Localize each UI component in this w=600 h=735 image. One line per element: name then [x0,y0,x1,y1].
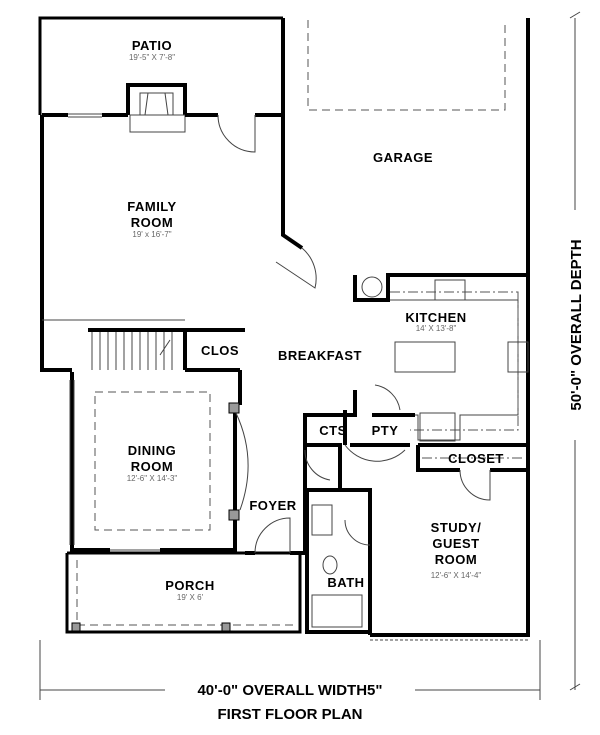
garage-label: GARAGE [373,150,433,165]
family-room-walls [40,113,283,372]
study-walls [370,443,530,641]
patio-area [38,16,283,133]
study-label-3: ROOM [435,552,477,567]
study-size: 12'-6" X 14'-4" [431,571,482,580]
stairs [42,319,245,405]
family-room-label-2: ROOM [131,215,173,230]
overall-width-label: 40'-0" OVERALL WIDTH5" [197,682,382,699]
breakfast-label: BREAKFAST [278,348,362,363]
family-room-label: FAMILY [127,199,176,214]
kitchen-label: KITCHEN [405,310,466,325]
clos-label: CLOS [201,343,239,358]
patio-size: 19'-5" X 7'-8" [129,53,175,62]
cts-label: CTS [319,423,347,438]
plan-title: FIRST FLOOR PLAN [218,706,363,723]
study-label-2: GUEST [432,536,479,551]
porch-label: PORCH [165,578,214,593]
dining-room-label: DINING [128,443,177,458]
patio-label: PATIO [132,38,172,53]
overall-depth-label: 50'-0" OVERALL DEPTH [568,239,585,410]
family-room-size: 19' x 16'-7" [132,230,171,239]
pty-label: PTY [372,423,399,438]
kitchen-size: 14' X 13'-8" [416,324,457,333]
dining-room-walls [69,372,249,552]
center-walls [245,384,415,635]
bath-fixtures [305,492,371,634]
garage-walls [275,18,530,302]
dining-room-size: 12'-6" X 14'-3" [127,474,178,483]
kitchen-fixtures [390,275,530,470]
bath-label: BATH [327,575,364,590]
porch-size: 19' X 6' [177,593,204,602]
closet-label: CLOSET [448,451,504,466]
porch-walls [65,551,302,634]
dining-room-label-2: ROOM [131,459,173,474]
foyer-label: FOYER [249,498,296,513]
study-label: STUDY/ [431,520,482,535]
